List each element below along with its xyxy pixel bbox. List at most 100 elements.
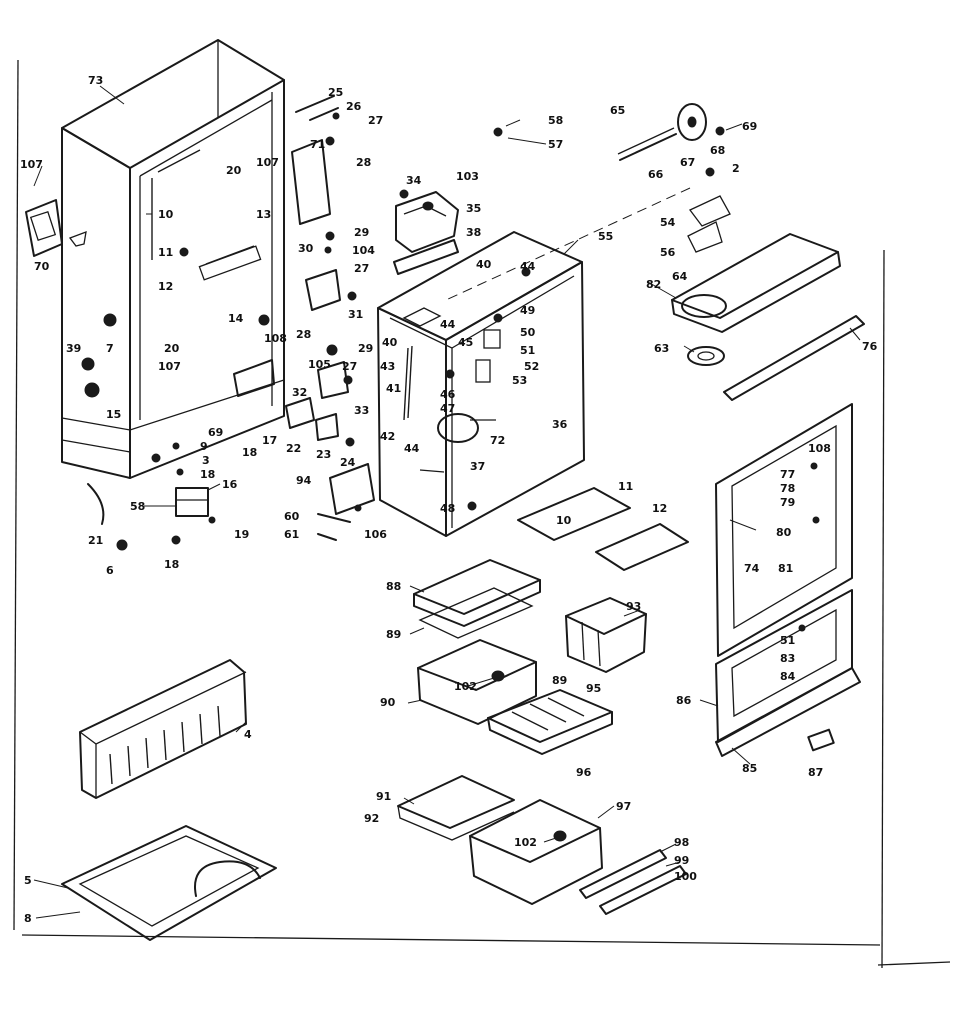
- callout-82: 82: [646, 278, 661, 291]
- callout-18: 18: [200, 468, 215, 481]
- callout-36: 36: [552, 418, 568, 431]
- callout-87: 87: [808, 766, 823, 779]
- callout-78: 78: [780, 482, 795, 495]
- cabinet-shell: [61, 39, 285, 479]
- bar-76: [723, 315, 865, 401]
- callout-25: 25: [328, 86, 343, 99]
- callout-64: 64: [672, 270, 688, 283]
- callout-98: 98: [674, 836, 689, 849]
- callout-69: 69: [208, 426, 223, 439]
- tray-88: [413, 559, 541, 639]
- callout-2: 2: [732, 162, 740, 175]
- callout-102: 102: [514, 836, 537, 849]
- callout-5: 5: [24, 874, 32, 887]
- callout-11: 11: [158, 246, 173, 259]
- drawer-97: [469, 799, 603, 905]
- callout-10: 10: [556, 514, 572, 527]
- callout-94: 94: [296, 474, 312, 487]
- callout-52: 52: [524, 360, 539, 373]
- callout-89: 89: [552, 674, 567, 687]
- callout-107: 107: [158, 360, 181, 373]
- callout-81: 81: [778, 562, 793, 575]
- callout-97: 97: [616, 800, 631, 813]
- callout-18: 18: [242, 446, 257, 459]
- callout-39: 39: [66, 342, 81, 355]
- callout-19: 19: [234, 528, 249, 541]
- callout-41: 41: [386, 382, 401, 395]
- callout-29: 29: [354, 226, 369, 239]
- callout-51: 51: [520, 344, 535, 357]
- callout-67: 67: [680, 156, 695, 169]
- callout-27: 27: [342, 360, 357, 373]
- callout-100: 100: [674, 870, 697, 883]
- callout-18: 18: [164, 558, 179, 571]
- callout-43: 43: [380, 360, 395, 373]
- rack-95: [487, 689, 613, 755]
- callout-91: 91: [376, 790, 391, 803]
- callout-37: 37: [470, 460, 485, 473]
- callout-73: 73: [88, 74, 103, 87]
- callout-9: 9: [200, 440, 208, 453]
- callout-17: 17: [262, 434, 277, 447]
- callout-8: 8: [24, 912, 32, 925]
- callout-69: 69: [742, 120, 757, 133]
- panel-94: [329, 463, 375, 515]
- callout-21: 21: [88, 534, 103, 547]
- callout-102: 102: [454, 680, 477, 693]
- callout-7: 7: [106, 342, 114, 355]
- callout-34: 34: [406, 174, 422, 187]
- callout-66: 66: [648, 168, 664, 181]
- callout-29: 29: [358, 342, 373, 355]
- callout-20: 20: [226, 164, 242, 177]
- callout-26: 26: [346, 100, 362, 113]
- callout-68: 68: [710, 144, 725, 157]
- callout-90: 90: [380, 696, 396, 709]
- control-hardware: [233, 269, 349, 441]
- callout-107: 107: [20, 158, 43, 171]
- plate-70: [25, 199, 87, 257]
- callout-54: 54: [660, 216, 676, 229]
- callout-28: 28: [356, 156, 371, 169]
- callout-11: 11: [618, 480, 633, 493]
- callout-44: 44: [404, 442, 420, 455]
- callout-63: 63: [654, 342, 669, 355]
- callout-85: 85: [742, 762, 757, 775]
- callout-107: 107: [256, 156, 279, 169]
- callout-89: 89: [386, 628, 401, 641]
- callout-27: 27: [368, 114, 383, 127]
- callout-86: 86: [676, 694, 692, 707]
- callout-61: 61: [284, 528, 299, 541]
- callout-27: 27: [354, 262, 369, 275]
- callout-92: 92: [364, 812, 379, 825]
- callout-70: 70: [34, 260, 50, 273]
- callout-16: 16: [222, 478, 238, 491]
- callout-3: 3: [202, 454, 210, 467]
- callout-48: 48: [440, 502, 455, 515]
- callout-65: 65: [610, 104, 625, 117]
- callout-74: 74: [744, 562, 760, 575]
- callout-80: 80: [776, 526, 792, 539]
- callout-88: 88: [386, 580, 401, 593]
- callout-23: 23: [316, 448, 331, 461]
- callout-95: 95: [586, 682, 601, 695]
- callout-45: 45: [458, 336, 473, 349]
- callout-72: 72: [490, 434, 505, 447]
- callout-47: 47: [440, 402, 455, 415]
- callout-108: 108: [264, 332, 287, 345]
- shelf-10-12: [517, 487, 689, 571]
- callout-35: 35: [466, 202, 481, 215]
- callout-84: 84: [780, 670, 796, 683]
- callout-13: 13: [256, 208, 271, 221]
- evaporator-cover: [393, 191, 459, 275]
- callout-40: 40: [476, 258, 492, 271]
- panel-71: [291, 139, 331, 225]
- callout-79: 79: [780, 496, 795, 509]
- callout-20: 20: [164, 342, 180, 355]
- callout-42: 42: [380, 430, 395, 443]
- callout-99: 99: [674, 854, 689, 867]
- callout-4: 4: [244, 728, 252, 741]
- fasteners: [81, 95, 835, 752]
- callout-28: 28: [296, 328, 311, 341]
- callout-96: 96: [576, 766, 592, 779]
- callout-76: 76: [862, 340, 878, 353]
